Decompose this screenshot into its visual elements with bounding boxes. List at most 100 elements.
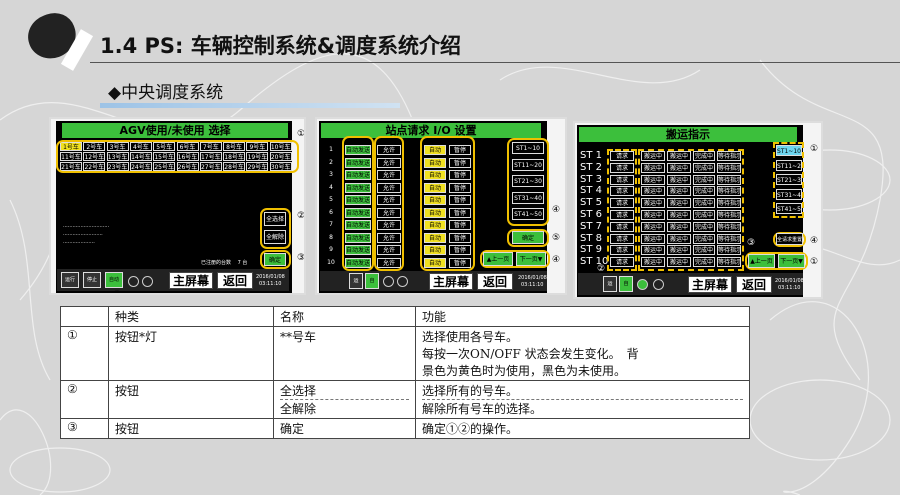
- transport-station-page-1[interactable]: ST1~10: [776, 145, 802, 156]
- car-toggle-9[interactable]: 9号车: [246, 142, 269, 151]
- car-toggle-16[interactable]: 16号车: [176, 152, 199, 161]
- car-toggle-28[interactable]: 28号车: [223, 162, 246, 171]
- transport-state-cell[interactable]: 等待指示中: [717, 162, 741, 173]
- io-auto-send-toggle[interactable]: 自动发送: [345, 257, 371, 268]
- transport-state-cell[interactable]: 搬运中: [667, 233, 691, 244]
- transport-state-cell[interactable]: 完成中: [693, 186, 715, 197]
- io-allow-toggle[interactable]: 允许: [377, 207, 401, 218]
- car-toggle-8[interactable]: 8号车: [223, 142, 246, 151]
- transport-prev-page-button[interactable]: ▲上一页: [748, 254, 775, 268]
- transport-state-cell[interactable]: 搬运中: [641, 233, 665, 244]
- transport-request-cell[interactable]: 请求: [610, 233, 634, 244]
- transport-request-cell[interactable]: 请求: [610, 162, 634, 173]
- transport-state-cell[interactable]: 等待指示中: [717, 245, 741, 256]
- io-pause-toggle[interactable]: 暂停: [449, 232, 471, 243]
- car-toggle-25[interactable]: 25号车: [153, 162, 176, 171]
- transport-request-cell[interactable]: 请求: [610, 151, 634, 161]
- io-auto-send-toggle[interactable]: 自动发送: [345, 157, 371, 168]
- io-auto-send-toggle[interactable]: 自动发送: [345, 145, 371, 155]
- io-confirm-button[interactable]: 确定: [512, 231, 544, 244]
- transport-state-cell[interactable]: 完成中: [693, 210, 715, 220]
- transport-state-cell[interactable]: 完成中: [693, 257, 715, 268]
- transport-state-cell[interactable]: 完成中: [693, 221, 715, 232]
- io-allow-toggle[interactable]: 允许: [377, 245, 401, 255]
- car-toggle-29[interactable]: 29号车: [246, 162, 269, 171]
- car-toggle-24[interactable]: 24号车: [129, 162, 152, 171]
- transport-next-page-button[interactable]: 下一页▼: [778, 254, 805, 268]
- io-auto-toggle[interactable]: 自动: [424, 195, 446, 205]
- transport-main-screen-button[interactable]: 主屏幕: [688, 276, 732, 293]
- io-auto-button[interactable]: 自: [365, 273, 379, 289]
- car-toggle-15[interactable]: 15号车: [153, 152, 176, 161]
- car-toggle-12[interactable]: 12号车: [83, 152, 106, 161]
- transport-request-cell[interactable]: 请求: [610, 221, 634, 232]
- transport-state-cell[interactable]: 等待指示中: [717, 233, 741, 244]
- io-run-button[interactable]: 运: [349, 273, 363, 289]
- io-station-page-1[interactable]: ST1~10: [512, 142, 544, 154]
- transport-state-cell[interactable]: 完成中: [693, 233, 715, 244]
- transport-state-cell[interactable]: 完成中: [693, 245, 715, 256]
- io-auto-toggle[interactable]: 自动: [424, 220, 446, 230]
- io-auto-send-toggle[interactable]: 自动发送: [345, 220, 371, 230]
- transport-back-button[interactable]: 返回: [736, 276, 772, 293]
- car-toggle-10[interactable]: 10号车: [269, 142, 292, 151]
- car-toggle-26[interactable]: 26号车: [176, 162, 199, 171]
- car-toggle-13[interactable]: 13号车: [106, 152, 129, 161]
- run-button[interactable]: 运行: [61, 272, 79, 288]
- transport-state-cell[interactable]: 搬运中: [641, 198, 665, 209]
- io-station-page-4[interactable]: ST31~40: [512, 191, 544, 204]
- transport-state-cell[interactable]: 搬运中: [641, 162, 665, 173]
- io-auto-toggle[interactable]: 自动: [424, 145, 446, 155]
- car-toggle-4[interactable]: 4号车: [129, 142, 152, 151]
- transport-state-cell[interactable]: 完成中: [693, 162, 715, 173]
- transport-state-cell[interactable]: 搬运中: [667, 245, 691, 256]
- io-next-page-button[interactable]: 下一页▼: [516, 252, 546, 266]
- transport-state-cell[interactable]: 搬运中: [641, 221, 665, 232]
- car-toggle-22[interactable]: 22号车: [83, 162, 106, 171]
- transport-state-cell[interactable]: 搬运中: [641, 174, 665, 185]
- car-toggle-2[interactable]: 2号车: [83, 142, 106, 151]
- io-back-button[interactable]: 返回: [477, 273, 513, 290]
- transport-station-page-4[interactable]: ST31~40: [776, 188, 802, 200]
- io-auto-toggle[interactable]: 自动: [424, 257, 446, 268]
- transport-state-cell[interactable]: 搬运中: [641, 186, 665, 197]
- transport-request-cell[interactable]: 请求: [610, 174, 634, 185]
- io-pause-toggle[interactable]: 暂停: [449, 182, 471, 193]
- io-auto-send-toggle[interactable]: 自动发送: [345, 170, 371, 180]
- transport-state-cell[interactable]: 搬运中: [667, 151, 691, 161]
- io-allow-toggle[interactable]: 允许: [377, 195, 401, 205]
- back-button[interactable]: 返回: [217, 272, 253, 289]
- car-toggle-7[interactable]: 7号车: [199, 142, 222, 151]
- auto-run-button[interactable]: 自动 运行: [105, 272, 123, 293]
- transport-state-cell[interactable]: 搬运中: [667, 221, 691, 232]
- transport-state-cell[interactable]: 完成中: [693, 198, 715, 209]
- io-allow-toggle[interactable]: 允许: [377, 182, 401, 193]
- transport-state-cell[interactable]: 搬运中: [667, 186, 691, 197]
- main-screen-button[interactable]: 主屏幕: [169, 272, 213, 289]
- io-allow-toggle[interactable]: 允许: [377, 232, 401, 243]
- io-auto-send-toggle[interactable]: 自动发送: [345, 207, 371, 218]
- car-toggle-27[interactable]: 27号车: [199, 162, 222, 171]
- transport-state-cell[interactable]: 等待指示中: [717, 174, 741, 185]
- io-auto-send-toggle[interactable]: 自动发送: [345, 232, 371, 243]
- io-auto-toggle[interactable]: 自动: [424, 232, 446, 243]
- io-pause-toggle[interactable]: 暂停: [449, 220, 471, 230]
- car-toggle-20[interactable]: 20号车: [269, 152, 292, 161]
- transport-request-cell[interactable]: 请求: [610, 186, 634, 197]
- car-toggle-23[interactable]: 23号车: [106, 162, 129, 171]
- transport-state-cell[interactable]: 等待指示中: [717, 186, 741, 197]
- io-auto-send-toggle[interactable]: 自动发送: [345, 245, 371, 255]
- io-allow-toggle[interactable]: 允许: [377, 157, 401, 168]
- transport-request-cell[interactable]: 请求: [610, 257, 634, 268]
- transport-request-cell[interactable]: 请求: [610, 198, 634, 209]
- car-toggle-6[interactable]: 6号车: [176, 142, 199, 151]
- io-auto-toggle[interactable]: 自动: [424, 170, 446, 180]
- transport-state-cell[interactable]: 等待指示中: [717, 210, 741, 220]
- io-station-page-2[interactable]: ST11~20: [512, 158, 544, 171]
- reset-all-button[interactable]: 全请求重置: [776, 233, 803, 245]
- stop-button[interactable]: 停止: [83, 272, 101, 288]
- io-auto-send-toggle[interactable]: 自动发送: [345, 182, 371, 193]
- transport-state-cell[interactable]: 完成中: [693, 174, 715, 185]
- car-toggle-17[interactable]: 17号车: [199, 152, 222, 161]
- io-prev-page-button[interactable]: ▲上一页: [483, 252, 513, 266]
